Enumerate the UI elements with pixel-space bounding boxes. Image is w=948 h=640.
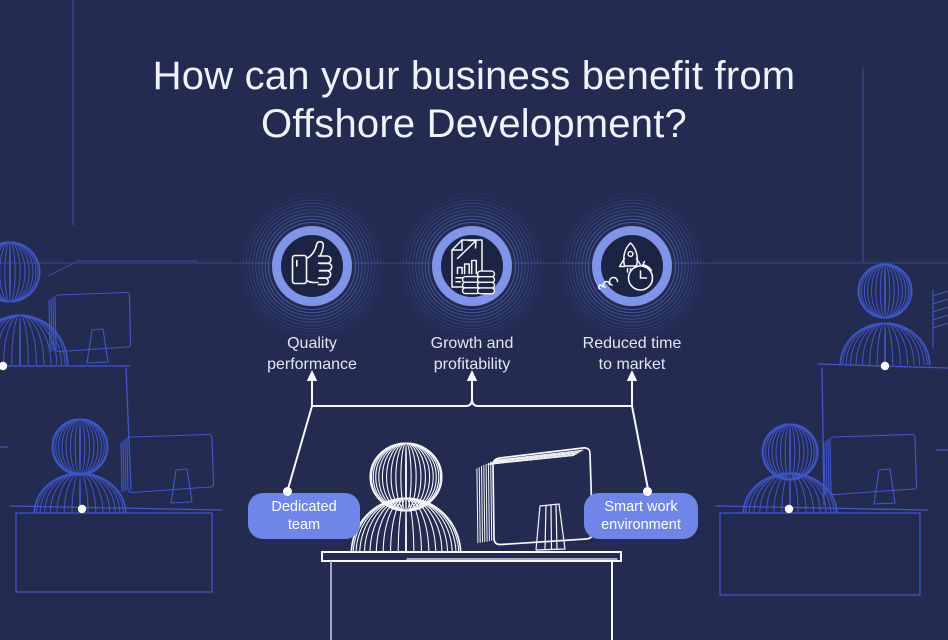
icon-ripple-rings [239,193,705,339]
label-line: performance [267,356,357,373]
connector-lines [287,370,649,490]
badge-line: Dedicated [271,498,337,515]
thumbs-up-icon [291,240,333,286]
growth-chart-coins-icon [451,239,496,295]
center-desk [321,551,622,640]
badge-smart-work-environment: Smart work environment [584,493,698,539]
label-line: profitability [433,356,511,373]
benefit-label-reduced-time: Reduced time to market [547,333,717,375]
worker-scene-bottom-left [9,418,223,593]
connector-dot-left [283,487,292,496]
benefit-label-quality-performance: Quality performance [227,333,397,375]
rocket-launch-clock-icon [597,242,654,291]
badge-dedicated-team: Dedicated team [248,493,360,539]
badge-line: environment [601,517,681,533]
benefit-label-growth-profitability: Growth and profitability [387,333,557,375]
title-line-2: Offshore Development? [261,102,687,146]
label-line: to market [598,356,666,373]
worker-scene-top-right [817,263,948,506]
connector-dot-right [643,487,652,496]
label-line: Reduced time [582,335,682,352]
worker-scene-bottom-right [715,423,948,596]
badge-line: Smart work [604,498,678,515]
label-line: Growth and [430,335,514,352]
title-line-1: How can your business benefit from [152,54,796,98]
page-title: How can your business benefit from Offsh… [0,52,948,148]
worker-scene-top-left [0,241,199,491]
badge-line: team [287,517,321,533]
center-worker-illustration [350,442,594,555]
label-line: Quality [287,335,337,352]
